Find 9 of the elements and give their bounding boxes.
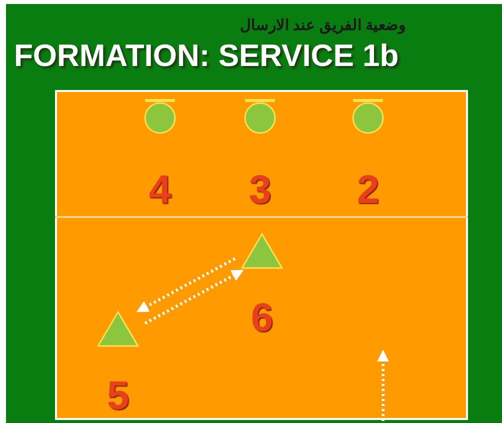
title: FORMATION: SERVICE 1b xyxy=(14,38,399,74)
position-number: 6 xyxy=(250,296,274,340)
position-number: 5 xyxy=(106,374,130,418)
position-number: 2 xyxy=(356,168,380,212)
position-number: 3 xyxy=(248,168,272,212)
position-number: 4 xyxy=(148,168,172,212)
dotted-arrow xyxy=(144,270,244,325)
heading-text: وضعية الفريق عند الارسال xyxy=(240,16,406,34)
dotted-arrow xyxy=(136,257,236,312)
